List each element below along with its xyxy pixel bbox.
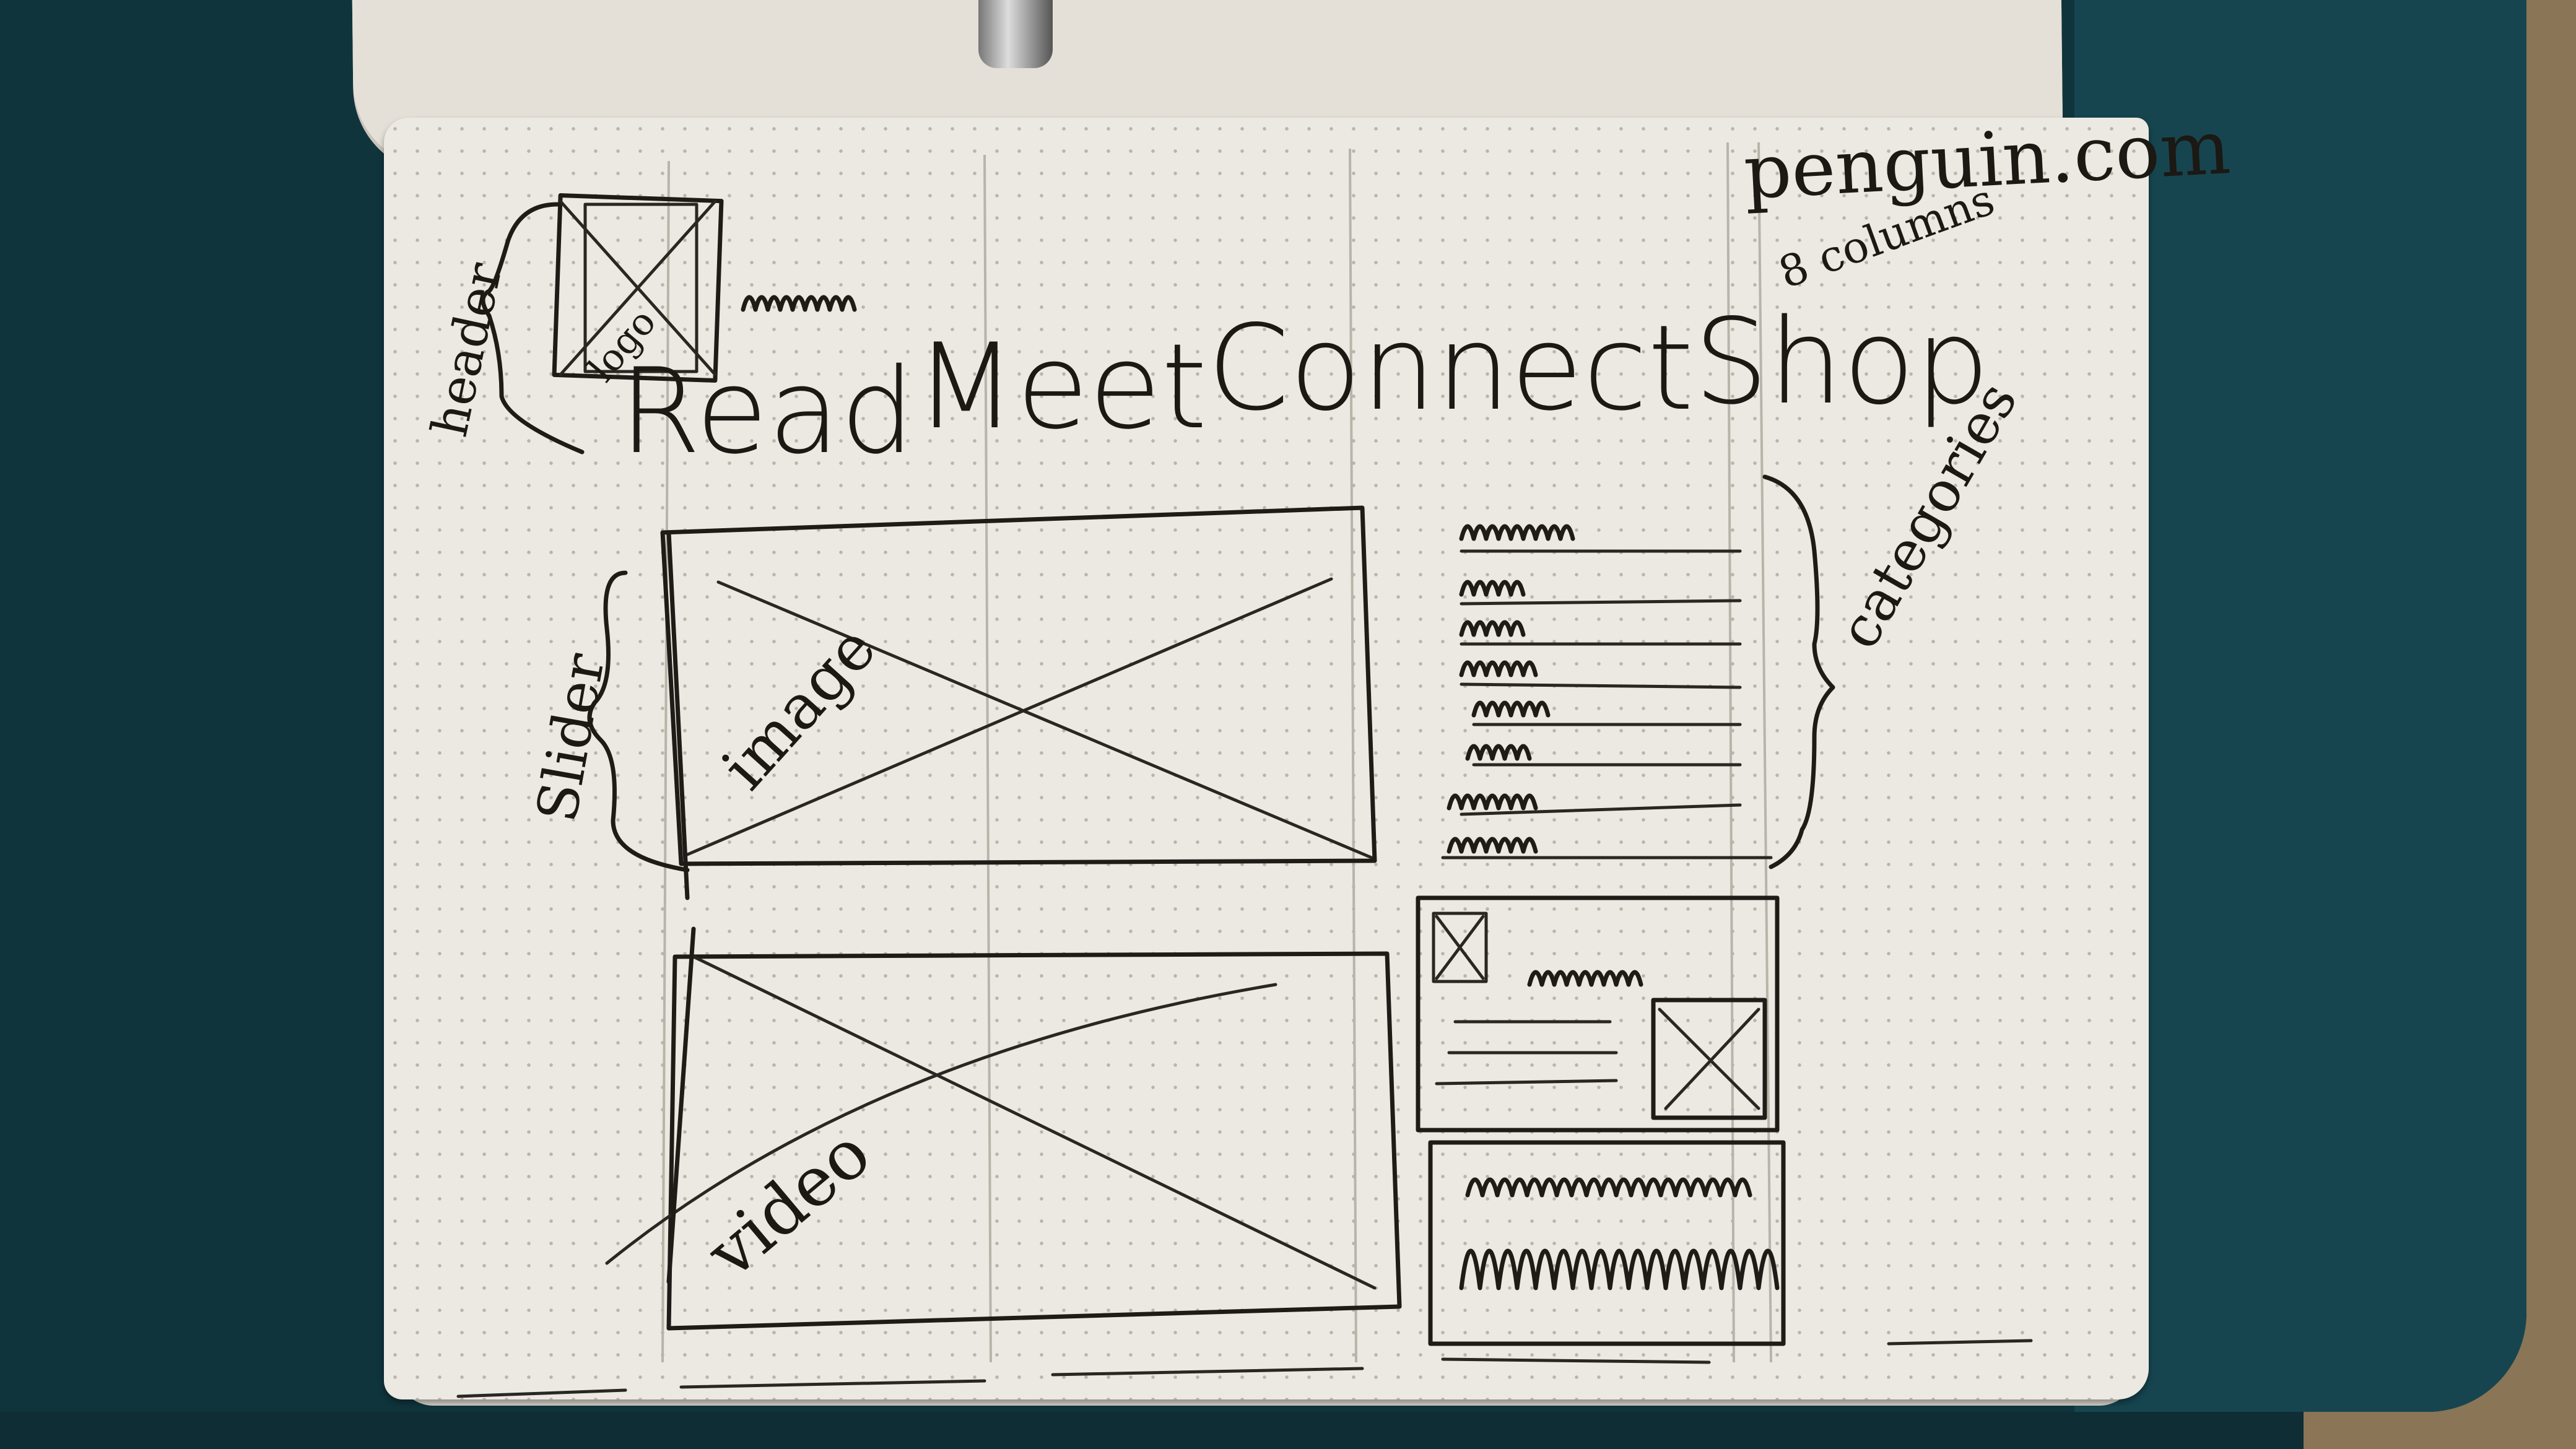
nav-item-meet[interactable]: Meet [915,318,1208,455]
header-brace [481,202,585,455]
cushion-edge [2074,0,2526,1412]
main-navigation: Read Meet Connect Shop [619,303,1990,471]
nav-item-shop[interactable]: Shop [1694,294,1990,430]
nav-item-connect[interactable]: Connect [1207,300,1694,437]
feature-card-placeholder [1416,895,1780,1133]
pen-clip [978,0,1053,68]
pencil-grid-lines [661,142,1772,1363]
categories-brace [1762,474,1835,869]
logo-placeholder [552,193,724,383]
slider-brace [587,570,690,872]
nav-item-read[interactable]: Read [619,343,915,480]
text-block-placeholder [1428,1140,1786,1346]
video-placeholder [605,926,1402,1331]
categories-list [1447,524,1575,854]
tagline-squiggle [741,295,857,312]
slider-image-placeholder [660,505,1377,900]
bottom-scribbles [456,1339,2033,1398]
categories-lines [1441,549,1773,859]
